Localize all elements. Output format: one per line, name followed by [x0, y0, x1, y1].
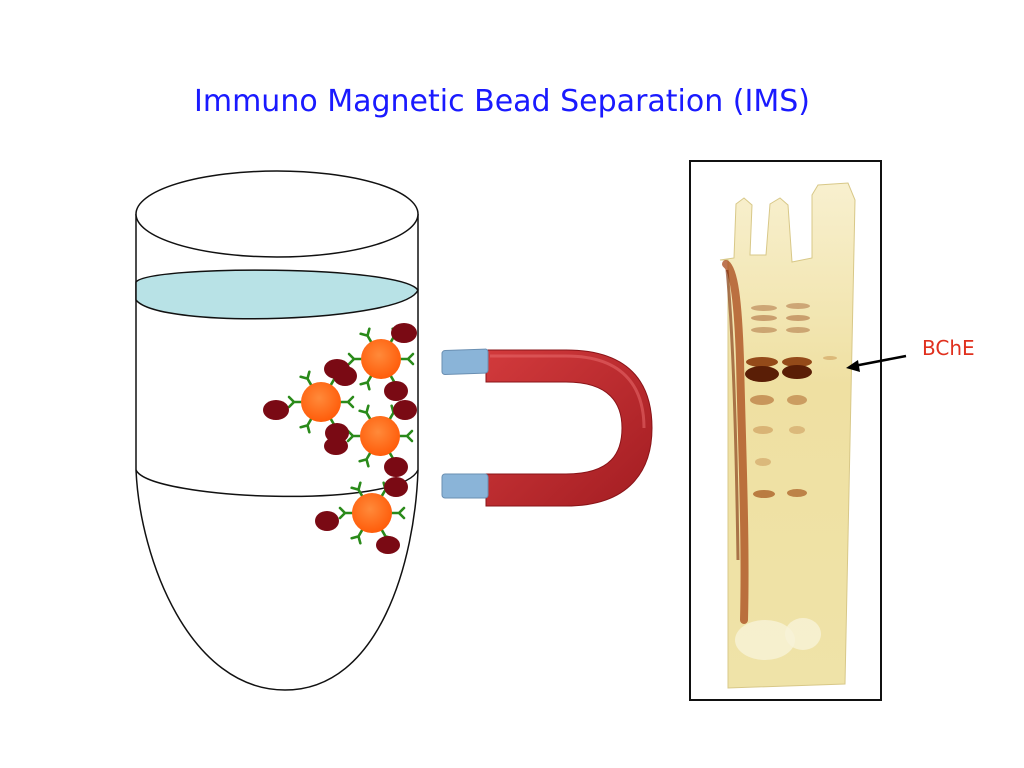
gel-lane — [745, 305, 779, 498]
bead-complexes — [263, 323, 417, 554]
bead-complex — [347, 327, 415, 391]
gel-icon — [689, 160, 882, 701]
bead-complex — [338, 481, 406, 545]
bche-label: BChE — [922, 336, 975, 360]
liquid-surface — [135, 269, 419, 320]
bead-complex — [287, 370, 355, 434]
magnet-pole — [441, 348, 489, 375]
arrow-icon — [846, 354, 907, 372]
page-title: Immuno Magnetic Bead Separation (IMS) — [194, 84, 810, 119]
bead-complex — [346, 404, 414, 468]
magnet-pole — [441, 473, 489, 499]
gel-lane — [782, 303, 812, 497]
target-cells — [263, 323, 417, 554]
magnet-icon — [441, 348, 653, 507]
